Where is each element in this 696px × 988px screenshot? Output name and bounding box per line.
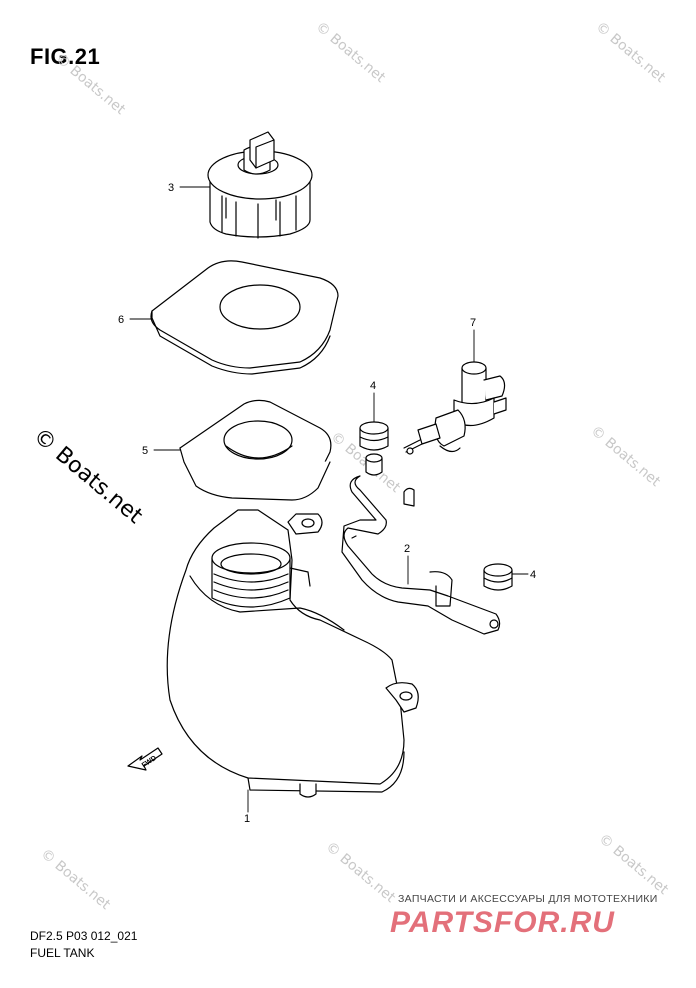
figure-title: FIG.21	[30, 44, 101, 69]
cap-seat-cushion	[179, 399, 332, 501]
grommet-lower	[483, 563, 513, 591]
watermark-6: © Boats.net	[37, 846, 113, 913]
leader-lines	[129, 186, 529, 813]
fuel-tank	[166, 509, 419, 798]
watermark-1: © Boats.net	[52, 51, 128, 118]
callout-6: 6	[118, 314, 124, 326]
callout-2: 2	[404, 543, 410, 555]
fwd-arrow	[127, 747, 163, 771]
shop-logo: PARTSFOR.RU	[390, 906, 615, 939]
watermark-7: © Boats.net	[322, 839, 398, 906]
callout-1: 1	[244, 813, 250, 825]
fwd-label: FWD	[141, 755, 158, 770]
grommet-upper	[359, 421, 389, 476]
callout-4-lower: 4	[530, 569, 536, 581]
fuel-tank-cap	[207, 131, 313, 239]
figure-name: FUEL TANK	[30, 946, 95, 960]
callout-5: 5	[142, 445, 148, 457]
watermark-3: © Boats.net	[592, 19, 668, 86]
figure-code: DF2.5 P03 012_021	[30, 929, 138, 943]
shop-tagline: ЗАПЧАСТИ И АКСЕССУАРЫ ДЛЯ МОТОТЕХНИКИ	[398, 893, 658, 905]
callout-4-upper: 4	[370, 380, 376, 392]
watermark-2: © Boats.net	[312, 19, 388, 86]
callout-7: 7	[470, 317, 476, 329]
watermark-8: © Boats.net	[595, 831, 671, 898]
watermark-large: © Boats.net	[28, 423, 147, 529]
watermark-5: © Boats.net	[587, 423, 663, 490]
callout-3: 3	[168, 182, 174, 194]
fuel-tank-bracket	[341, 475, 501, 635]
fuel-cock	[403, 361, 507, 455]
cap-gasket	[150, 260, 339, 375]
